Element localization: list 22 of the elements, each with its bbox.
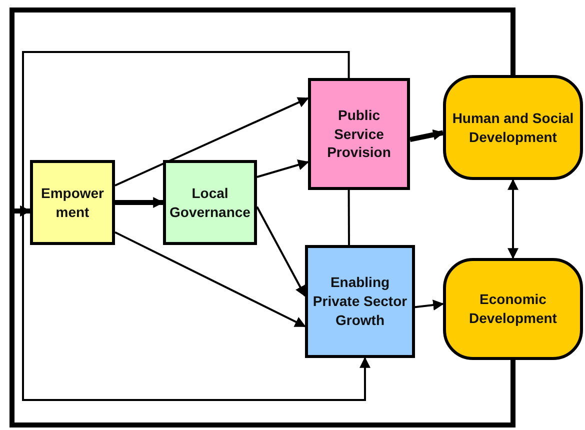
arrow bbox=[115, 197, 164, 208]
node-label: Public Service Provision bbox=[326, 106, 392, 162]
arrow bbox=[10, 206, 516, 428]
arrow bbox=[22, 51, 370, 401]
node-label: Economic Development bbox=[468, 290, 558, 328]
outcome-box bbox=[443, 75, 583, 180]
node-label: Human and Social Development bbox=[451, 108, 575, 146]
arrow bbox=[256, 206, 306, 297]
process-box bbox=[163, 160, 257, 245]
arrow bbox=[114, 231, 306, 328]
arrow bbox=[508, 178, 518, 260]
arrow bbox=[256, 160, 310, 178]
arrow bbox=[414, 300, 444, 310]
outcome-box bbox=[443, 258, 583, 360]
arrow bbox=[114, 97, 309, 186]
node-label: Enabling Private Sector Growth bbox=[312, 273, 408, 330]
arrow bbox=[409, 129, 444, 142]
process-box bbox=[308, 78, 410, 190]
node-label: Empower ment bbox=[40, 184, 105, 222]
process-box bbox=[305, 245, 415, 358]
process-box bbox=[30, 160, 115, 245]
node-label: Local Governance bbox=[170, 184, 250, 222]
